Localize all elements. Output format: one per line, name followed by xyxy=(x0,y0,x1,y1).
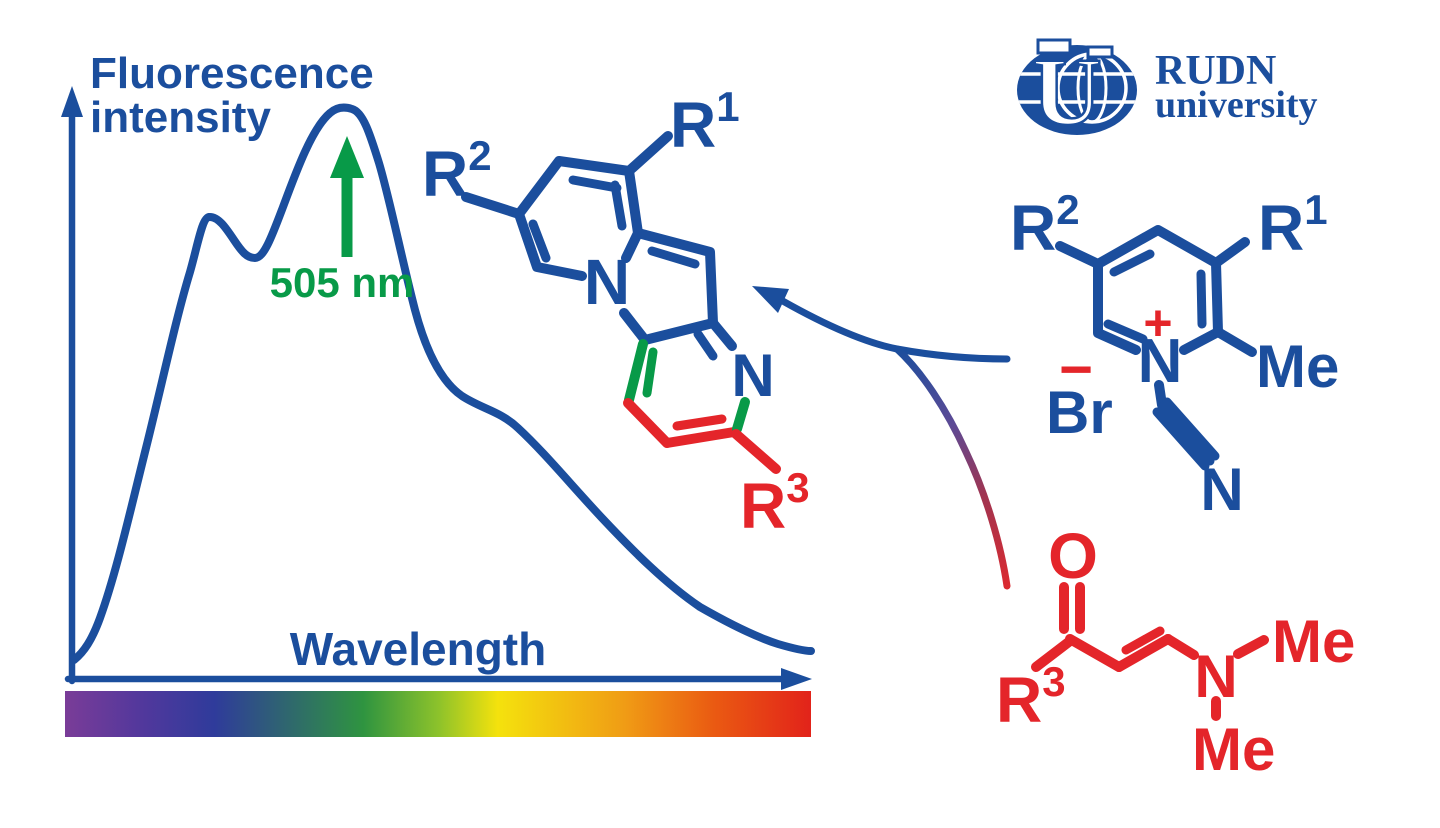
bond xyxy=(1163,634,1199,660)
bromide-label: Br xyxy=(1046,379,1113,446)
bond xyxy=(647,246,700,269)
pyridinium-n-label: N xyxy=(1138,327,1183,396)
reaction-arrowhead-icon xyxy=(752,286,789,313)
carbonyl-o-label: O xyxy=(1048,520,1098,592)
bond xyxy=(1055,241,1103,269)
bond xyxy=(731,429,781,474)
reaction-arrow-branch xyxy=(893,345,1011,590)
bond xyxy=(1154,380,1167,410)
nitrile-n-label: N xyxy=(1200,456,1243,523)
bond xyxy=(662,427,739,448)
bond xyxy=(568,175,622,193)
emblem-u-serif-left xyxy=(1036,38,1072,55)
rudn-logo: U RUDN university xyxy=(1017,37,1318,146)
logo-title: RUDN xyxy=(1155,48,1276,94)
pyridinium-structure: R2 R1 N + − Br Me N xyxy=(1010,186,1339,523)
y-axis-label-line1: Fluorescence xyxy=(90,49,374,98)
bond xyxy=(672,414,727,431)
emblem-u-letter: U xyxy=(1032,38,1101,145)
bond xyxy=(623,398,672,448)
fluorescence-curve xyxy=(70,103,815,664)
peak-label: 505 nm xyxy=(270,259,415,306)
bond xyxy=(1211,237,1250,268)
bond xyxy=(1114,634,1173,672)
enaminone-me-top-label: Me xyxy=(1272,608,1355,675)
bond xyxy=(624,131,673,176)
reaction-arrow xyxy=(752,286,1011,590)
bond xyxy=(642,347,658,398)
product-r3-label: R3 xyxy=(740,464,810,542)
pyridinium-r2-label: R2 xyxy=(1010,186,1080,264)
product-r1-label: R1 xyxy=(670,83,740,161)
plus-charge-label: + xyxy=(1143,295,1172,351)
x-axis-arrowhead-icon xyxy=(781,668,812,690)
pyridinium-r1-label: R1 xyxy=(1258,186,1328,264)
minus-charge-label: − xyxy=(1059,337,1093,402)
x-axis-label: Wavelength xyxy=(290,623,546,675)
bond xyxy=(693,329,718,361)
bond xyxy=(624,339,648,405)
product-r2-label: R2 xyxy=(422,132,492,210)
bond xyxy=(461,192,524,219)
bond xyxy=(1152,407,1210,471)
reaction-arrow-main xyxy=(770,292,1011,363)
bond xyxy=(708,318,737,351)
bond xyxy=(1031,636,1075,672)
logo-subtitle: university xyxy=(1155,84,1318,126)
bond xyxy=(732,397,750,434)
emblem-u-serif-right xyxy=(1086,45,1114,59)
y-axis-arrowhead-icon xyxy=(61,86,83,117)
visible-spectrum-bar xyxy=(65,691,811,737)
peak-arrow-head-icon xyxy=(330,136,364,178)
bond xyxy=(1121,626,1165,655)
enaminone-n-label: N xyxy=(1194,643,1237,710)
y-axis-label-line2: intensity xyxy=(90,93,271,142)
bond xyxy=(1162,397,1220,461)
bond xyxy=(1109,249,1155,277)
enaminone-structure: O R3 N Me Me xyxy=(996,520,1355,783)
pyridinium-me-label: Me xyxy=(1256,333,1339,400)
bond xyxy=(1233,635,1269,659)
bond xyxy=(528,219,551,263)
bond xyxy=(610,180,627,231)
enaminone-r3-label: R3 xyxy=(996,658,1066,736)
enaminone-me-bottom-label: Me xyxy=(1192,716,1275,783)
bond xyxy=(1213,327,1257,357)
product-bridgehead-n-label: N xyxy=(584,246,630,318)
bond xyxy=(619,228,718,345)
bond xyxy=(1196,269,1207,329)
spectrum-plot: Fluorescence intensity 505 nm Wavelength xyxy=(61,49,815,737)
bond xyxy=(1157,402,1215,466)
product-structure: R2 R1 R3 N N xyxy=(422,83,810,542)
bond xyxy=(1065,634,1124,672)
bond xyxy=(1103,319,1148,344)
product-ring-n-label: N xyxy=(731,342,774,409)
